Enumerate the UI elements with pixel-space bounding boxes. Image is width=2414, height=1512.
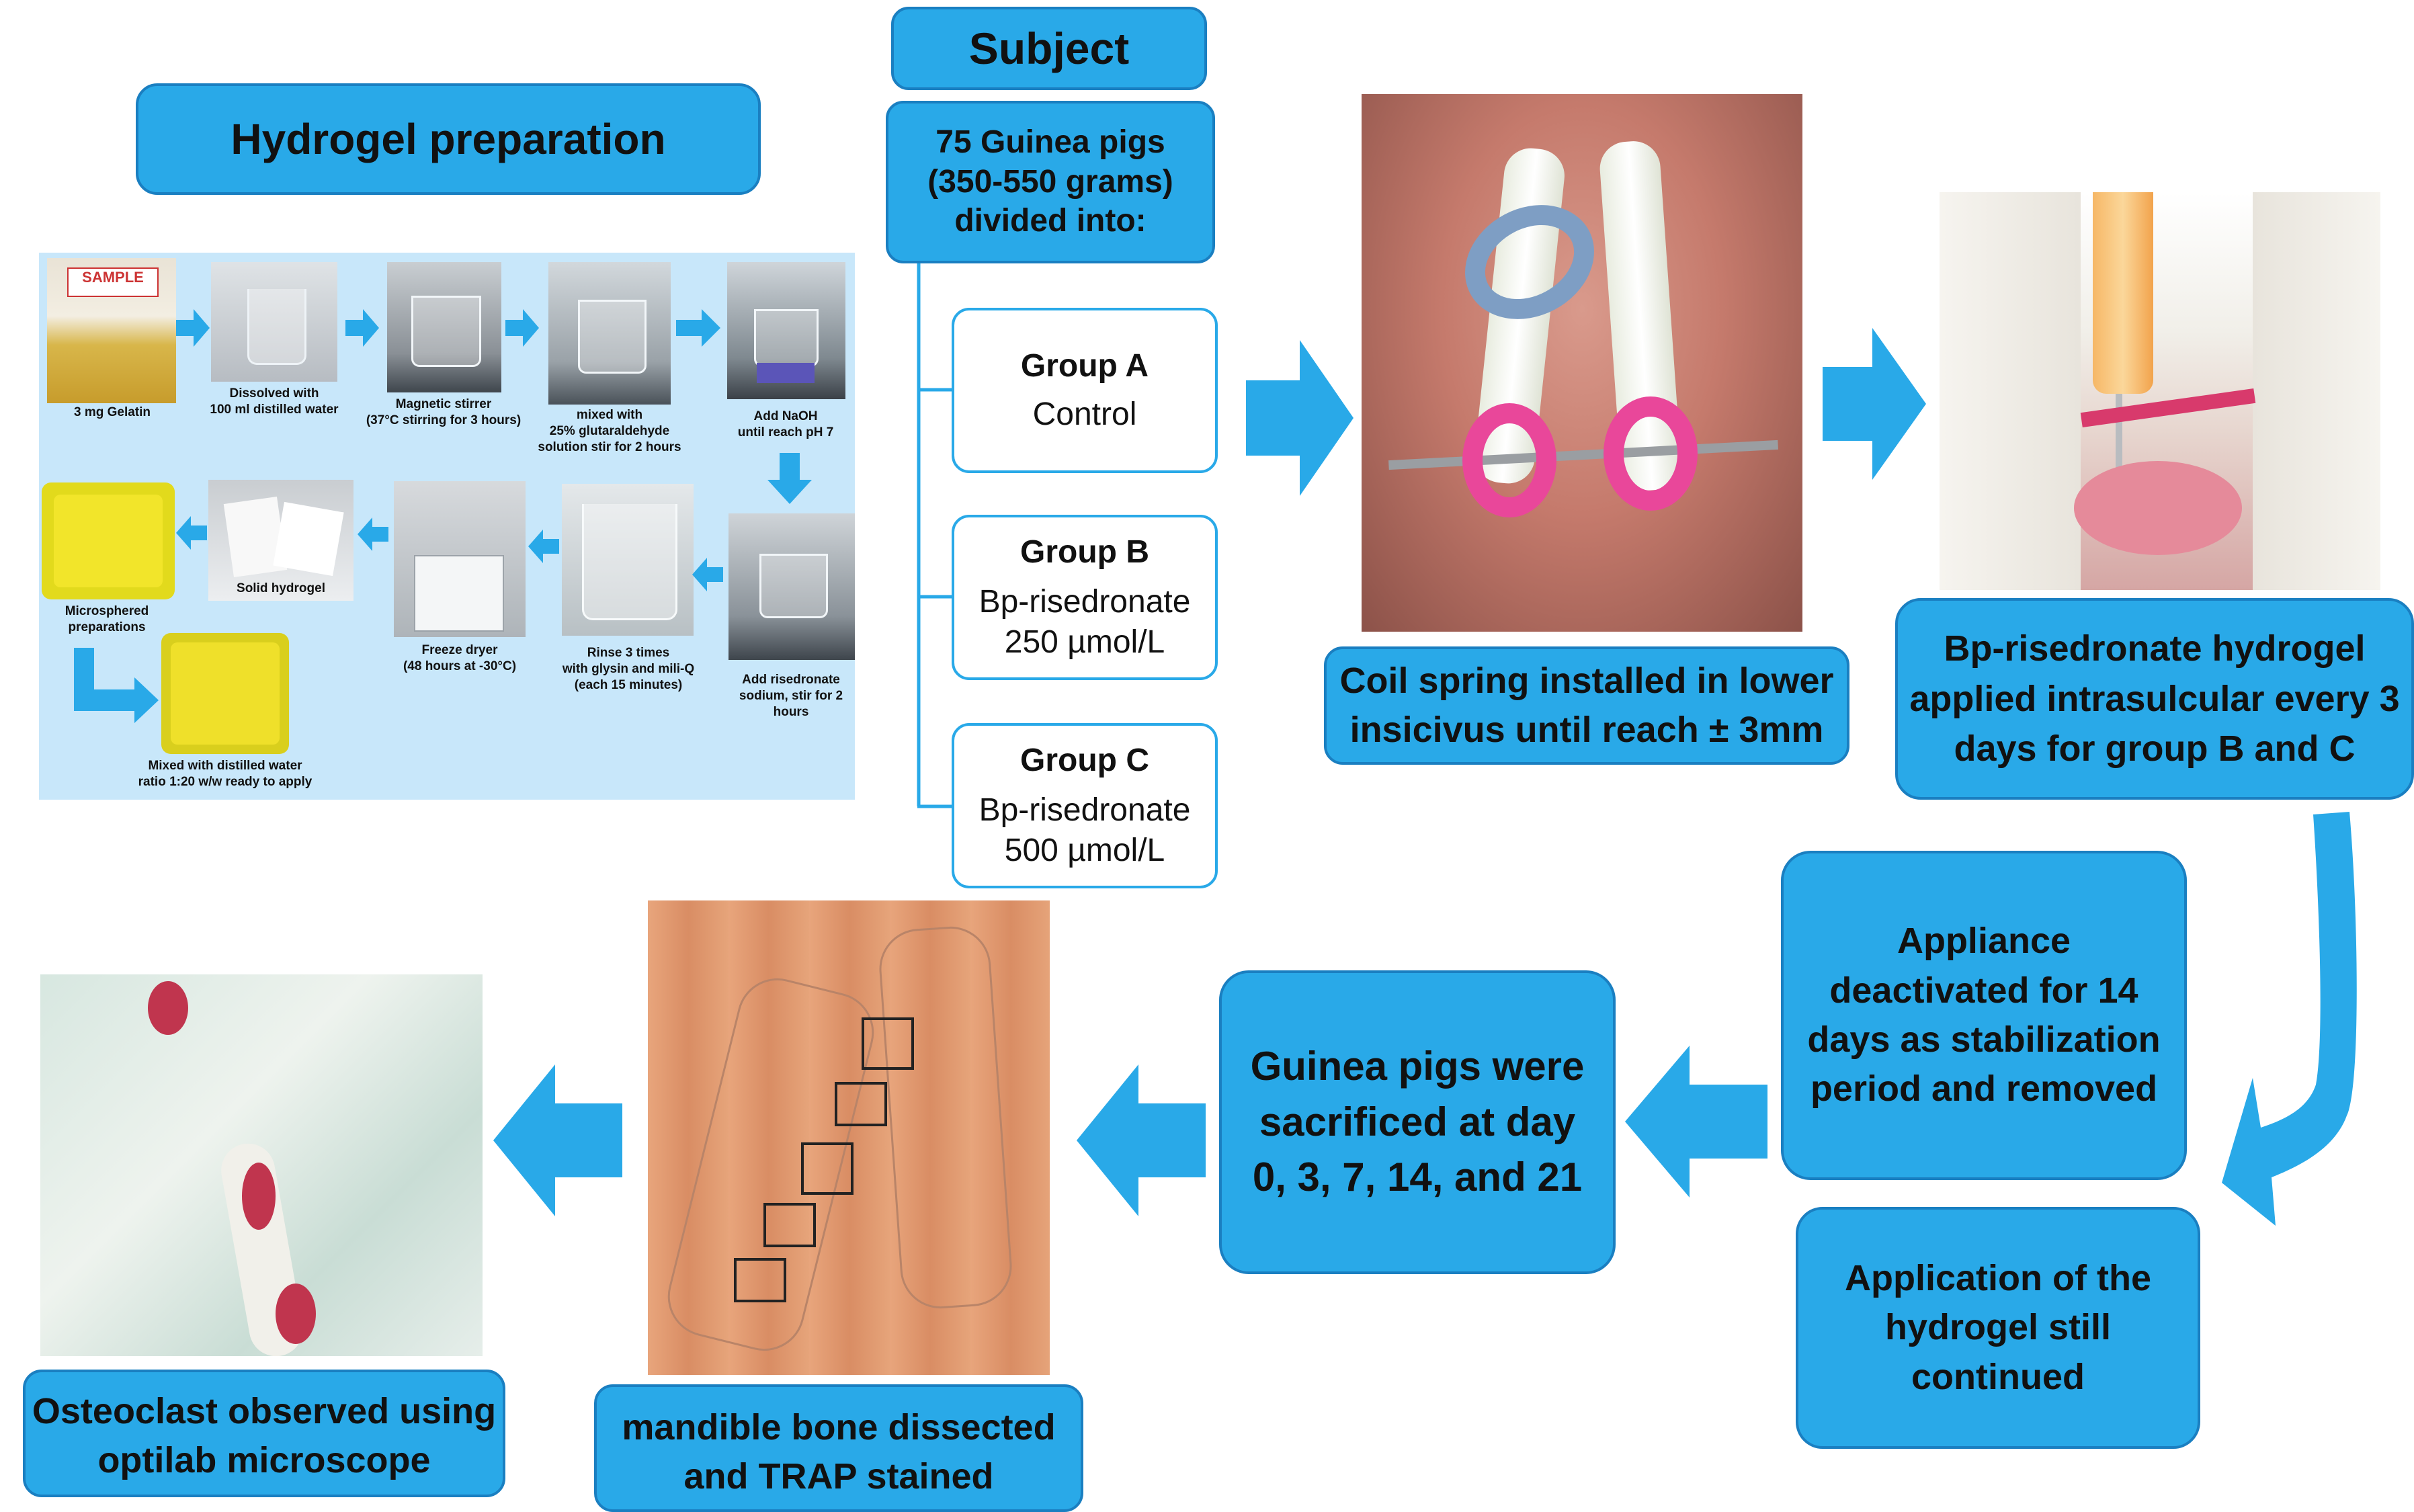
continued-line: Application of the (1845, 1257, 2151, 1298)
hydrogel-application-photo (1940, 192, 2380, 590)
panel-arrow-right (176, 309, 210, 347)
deactivated-box: Appliance deactivated for 14 days as sta… (1781, 851, 2187, 1180)
sacrificed-box: Guinea pigs were sacrificed at day 0, 3,… (1219, 970, 1616, 1274)
application-caption-line: days for group B and C (1954, 728, 2356, 769)
glutaraldehyde-photo (548, 262, 671, 405)
subject-line: (350-550 grams) (927, 163, 1173, 200)
caption-microsphered: Microsphered preparations (65, 604, 149, 634)
gelatin-photo: SAMPLE (47, 258, 176, 403)
group-c-detail: 500 µmol/L (1004, 833, 1165, 868)
caption-solid-hydrogel: Solid hydrogel (237, 581, 325, 595)
group-c-detail: Bp-risedronate (979, 792, 1191, 828)
hydrogel-panel: SAMPLE 3 mg Gelatin Dissolved with 100 m… (39, 253, 855, 800)
group-b-detail: 250 µmol/L (1004, 624, 1165, 660)
trap-caption-line: and TRAP stained (683, 1456, 994, 1497)
panel-arrow-left (176, 516, 207, 550)
caption-magnetic: Magnetic stirrer (37°C stirring for 3 ho… (366, 397, 522, 427)
deactivated-line: Appliance (1897, 921, 2071, 962)
beaker-photo (211, 262, 337, 382)
coil-caption-line: Coil spring installed in lower (1339, 661, 1834, 702)
mixed-tray-photo (161, 633, 289, 754)
osteoclast-caption-box: Osteoclast observed using optilab micros… (23, 1370, 505, 1497)
arrow-to-coil (1246, 340, 1354, 496)
hydrogel-title: Hydrogel preparation (231, 115, 666, 163)
caption-glutaraldehyde: mixed with 25% glutaraldehyde solution s… (538, 408, 681, 454)
sample-label: SAMPLE (67, 267, 159, 297)
trap-stain-photo (648, 900, 1050, 1375)
osteoclast-photo (40, 974, 483, 1356)
caption-freeze-dryer: Freeze dryer (48 hours at -30°C) (403, 643, 517, 673)
panel-arrow-elbow (74, 648, 159, 723)
rinse-beaker-photo (562, 484, 694, 636)
coil-caption-line: insicivus until reach ± 3mm (1349, 710, 1824, 750)
continued-line: continued (1911, 1356, 2085, 1397)
coil-spring-photo (1362, 94, 1802, 632)
caption-risedronate: Add risedronate sodium, stir for 2 hours (739, 673, 843, 719)
group-a-box: Group A Control (952, 308, 1218, 473)
risedronate-photo (729, 513, 855, 660)
panel-arrow-left (528, 530, 559, 563)
caption-naoh: Add NaOH until reach pH 7 (737, 409, 834, 439)
panel-arrow-left (692, 558, 723, 591)
group-b-name: Group B (1020, 534, 1149, 570)
arrow-to-trap (1077, 1064, 1206, 1216)
coil-caption-box: Coil spring installed in lower insicivus… (1324, 646, 1849, 765)
subject-line: divided into: (954, 203, 1147, 239)
continued-box: Application of the hydrogel still contin… (1796, 1207, 2200, 1449)
naoh-photo (727, 262, 845, 399)
sacrificed-line: Guinea pigs were (1250, 1043, 1585, 1089)
panel-arrow-right (505, 309, 539, 347)
caption-mixed: Mixed with distilled water ratio 1:20 w/… (138, 759, 313, 789)
panel-arrow-down (767, 453, 812, 504)
freeze-dryer-photo (394, 481, 526, 637)
arrow-to-application (1823, 328, 1926, 480)
group-c-box: Group C Bp-risedronate 500 µmol/L (952, 723, 1218, 888)
curved-arrow-down (2222, 812, 2357, 1226)
sacrificed-line: sacrificed at day (1259, 1099, 1576, 1144)
group-b-detail: Bp-risedronate (979, 584, 1191, 620)
arrow-to-sacrificed (1625, 1046, 1767, 1198)
application-caption-box: Bp-risedronate hydrogel applied intrasul… (1895, 598, 2414, 800)
group-b-box: Group B Bp-risedronate 250 µmol/L (952, 515, 1218, 680)
deactivated-line: days as stabilization (1807, 1019, 2161, 1060)
panel-arrow-right (345, 309, 379, 347)
sacrificed-line: 0, 3, 7, 14, and 21 (1252, 1154, 1583, 1200)
group-a-name: Group A (1020, 348, 1149, 384)
trap-caption-line: mandible bone dissected (622, 1407, 1056, 1447)
arrow-to-osteoclast (493, 1064, 622, 1216)
hydrogel-title-box: Hydrogel preparation (136, 83, 761, 195)
trap-caption-box: mandible bone dissected and TRAP stained (594, 1384, 1083, 1512)
caption-gelatin: 3 mg Gelatin (73, 405, 151, 419)
panel-arrow-left (358, 517, 388, 551)
panel-arrow-right (676, 309, 720, 347)
microsphere-tray-photo (42, 482, 175, 599)
subject-title: Subject (968, 24, 1130, 73)
application-caption-line: applied intrasulcular every 3 (1909, 678, 2400, 719)
osteoclast-caption-line: optilab microscope (97, 1439, 431, 1480)
subject-description-box: 75 Guinea pigs (350-550 grams) divided i… (886, 101, 1215, 263)
subject-line: 75 Guinea pigs (935, 124, 1165, 161)
osteoclast-caption-line: Osteoclast observed using (32, 1391, 497, 1431)
group-a-detail: Control (1032, 396, 1137, 432)
caption-dissolved: Dissolved with 100 ml distilled water (210, 386, 339, 417)
solid-hydrogel-photo (208, 480, 353, 601)
continued-line: hydrogel still (1884, 1307, 2112, 1348)
caption-rinse: Rinse 3 times with glysin and mili-Q (ea… (562, 646, 695, 692)
group-c-name: Group C (1020, 743, 1149, 778)
subject-title-box: Subject (891, 7, 1207, 90)
deactivated-line: deactivated for 14 (1829, 970, 2138, 1011)
deactivated-line: period and removed (1810, 1068, 2158, 1109)
application-caption-line: Bp-risedronate hydrogel (1944, 628, 2366, 669)
magnetic-stirrer-photo (387, 262, 501, 392)
